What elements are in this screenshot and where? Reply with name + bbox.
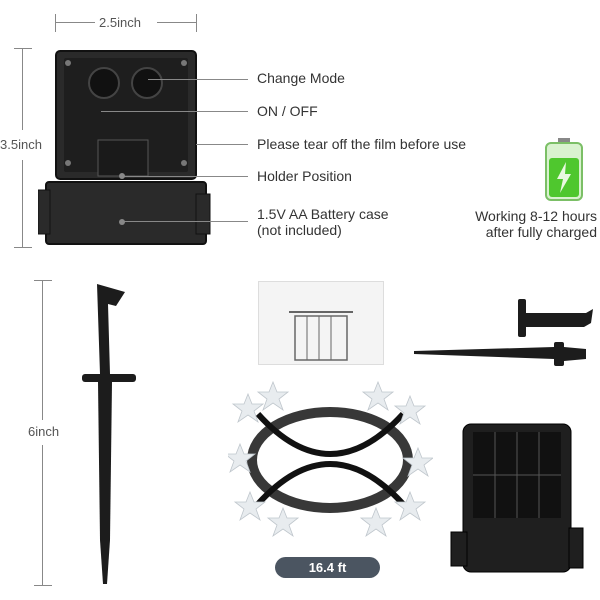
callout-line-mode <box>148 79 248 80</box>
change-mode-label: Change Mode <box>257 70 345 86</box>
battery-box-image <box>38 50 211 245</box>
battery-case-line1: 1.5V AA Battery case <box>257 206 389 222</box>
callout-line-holder <box>124 176 248 177</box>
mode-button-icon[interactable] <box>131 67 163 99</box>
height-label: 3.5inch <box>0 137 42 152</box>
stake-dimension: 6inch <box>28 280 68 586</box>
solar-panel-icon <box>450 423 584 573</box>
stake-parts-icon <box>414 299 593 366</box>
working-hours-note: Working 8-12 hours after fully charged <box>430 208 597 240</box>
star-lights-icon <box>228 380 433 538</box>
width-label: 2.5inch <box>99 15 141 30</box>
holder-position-label: Holder Position <box>257 168 352 184</box>
battery-case-line2: (not included) <box>257 222 342 238</box>
height-dimension: 3.5inch <box>0 48 50 248</box>
power-button-icon[interactable] <box>88 67 120 99</box>
callout-line-battery <box>124 221 248 222</box>
string-length-badge: 16.4 ft <box>275 557 380 578</box>
tear-film-label: Please tear off the film before use <box>257 136 467 152</box>
ground-stake-icon <box>82 284 136 584</box>
stake-label: 6inch <box>28 424 60 439</box>
callout-line-onoff <box>101 111 248 112</box>
width-dimension: 2.5inch <box>55 12 197 34</box>
battery-case-label: 1.5V AA Battery case (not included) <box>257 206 389 238</box>
battery-charging-icon <box>545 138 583 201</box>
working-line1: Working 8-12 hours <box>475 208 597 224</box>
holder-diagram <box>258 281 384 365</box>
on-off-label: ON / OFF <box>257 103 318 119</box>
callout-line-film <box>196 144 248 145</box>
working-line2: after fully charged <box>485 224 597 240</box>
